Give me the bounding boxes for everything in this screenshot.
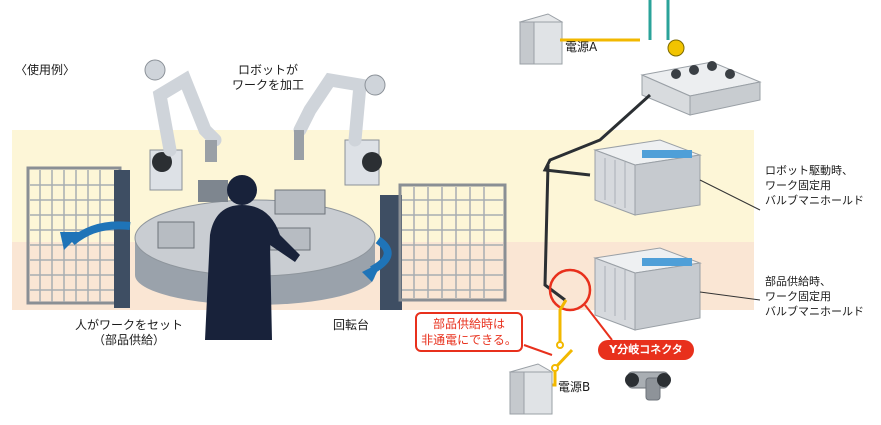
- worker-label: 人がワークをセット （部品供給）: [75, 318, 183, 348]
- right-safety-fence: [380, 183, 507, 310]
- robot-machining-line1: ロボットが: [238, 63, 299, 77]
- cable-to-bottom-manifold: [543, 164, 566, 302]
- callout-line1: 部品供給時は: [432, 317, 505, 331]
- valve-manifold-top: [593, 139, 702, 216]
- y-connector-product: [625, 371, 671, 401]
- switch-lever: [553, 348, 574, 370]
- turntable-label: 回転台: [333, 318, 370, 332]
- power-b-label: 電源B: [558, 380, 591, 394]
- manifold-top-line1: ロボット駆動時、: [765, 164, 853, 177]
- no-power-callout: 部品供給時は 非通電にできる。: [415, 312, 523, 352]
- io-module: [640, 39, 762, 116]
- network-cables: [648, 0, 670, 40]
- power-a-label: 電源A: [565, 40, 598, 54]
- power-supply-b: [508, 363, 554, 415]
- y-connector-highlight: [548, 268, 592, 312]
- manifold-bottom-label: 部品供給時、 ワーク固定用 バルブマニホールド: [765, 274, 864, 319]
- robot-machining-line2: ワークを加工: [232, 78, 305, 92]
- manifold-top-line3: バルブマニホールド: [765, 194, 864, 207]
- manifold-bottom-line1: 部品供給時、: [765, 275, 831, 288]
- left-safety-fence: [26, 166, 130, 308]
- power-supply-a: [518, 13, 564, 65]
- leader-line-bottom: [699, 291, 761, 301]
- leader-line-top: [699, 179, 761, 211]
- manifold-bottom-line2: ワーク固定用: [765, 290, 831, 303]
- y-connector-badge: Y分岐コネクタ: [598, 340, 694, 360]
- worker-line2: （部品供給）: [93, 333, 166, 347]
- manifold-bottom-line3: バルブマニホールド: [765, 305, 864, 318]
- manifold-top-label: ロボット駆動時、 ワーク固定用 バルブマニホールド: [765, 163, 864, 208]
- y-connector-pointer: [584, 304, 613, 341]
- worker-silhouette: [205, 175, 300, 340]
- cable-to-top-manifold: [542, 93, 652, 177]
- rotation-arrow-left: [69, 221, 131, 246]
- manifold-top-line2: ワーク固定用: [765, 179, 831, 192]
- worker-line1: 人がワークをセット: [75, 318, 184, 332]
- usage-example-label: 〈使用例〉: [15, 63, 76, 77]
- valve-manifold-bottom: [593, 247, 702, 331]
- callout-line2: 非通電にできる。: [421, 333, 517, 347]
- right-robot-arm: [293, 72, 386, 186]
- robot-machining-label: ロボットが ワークを加工: [232, 63, 304, 93]
- left-robot-arm: [144, 59, 222, 191]
